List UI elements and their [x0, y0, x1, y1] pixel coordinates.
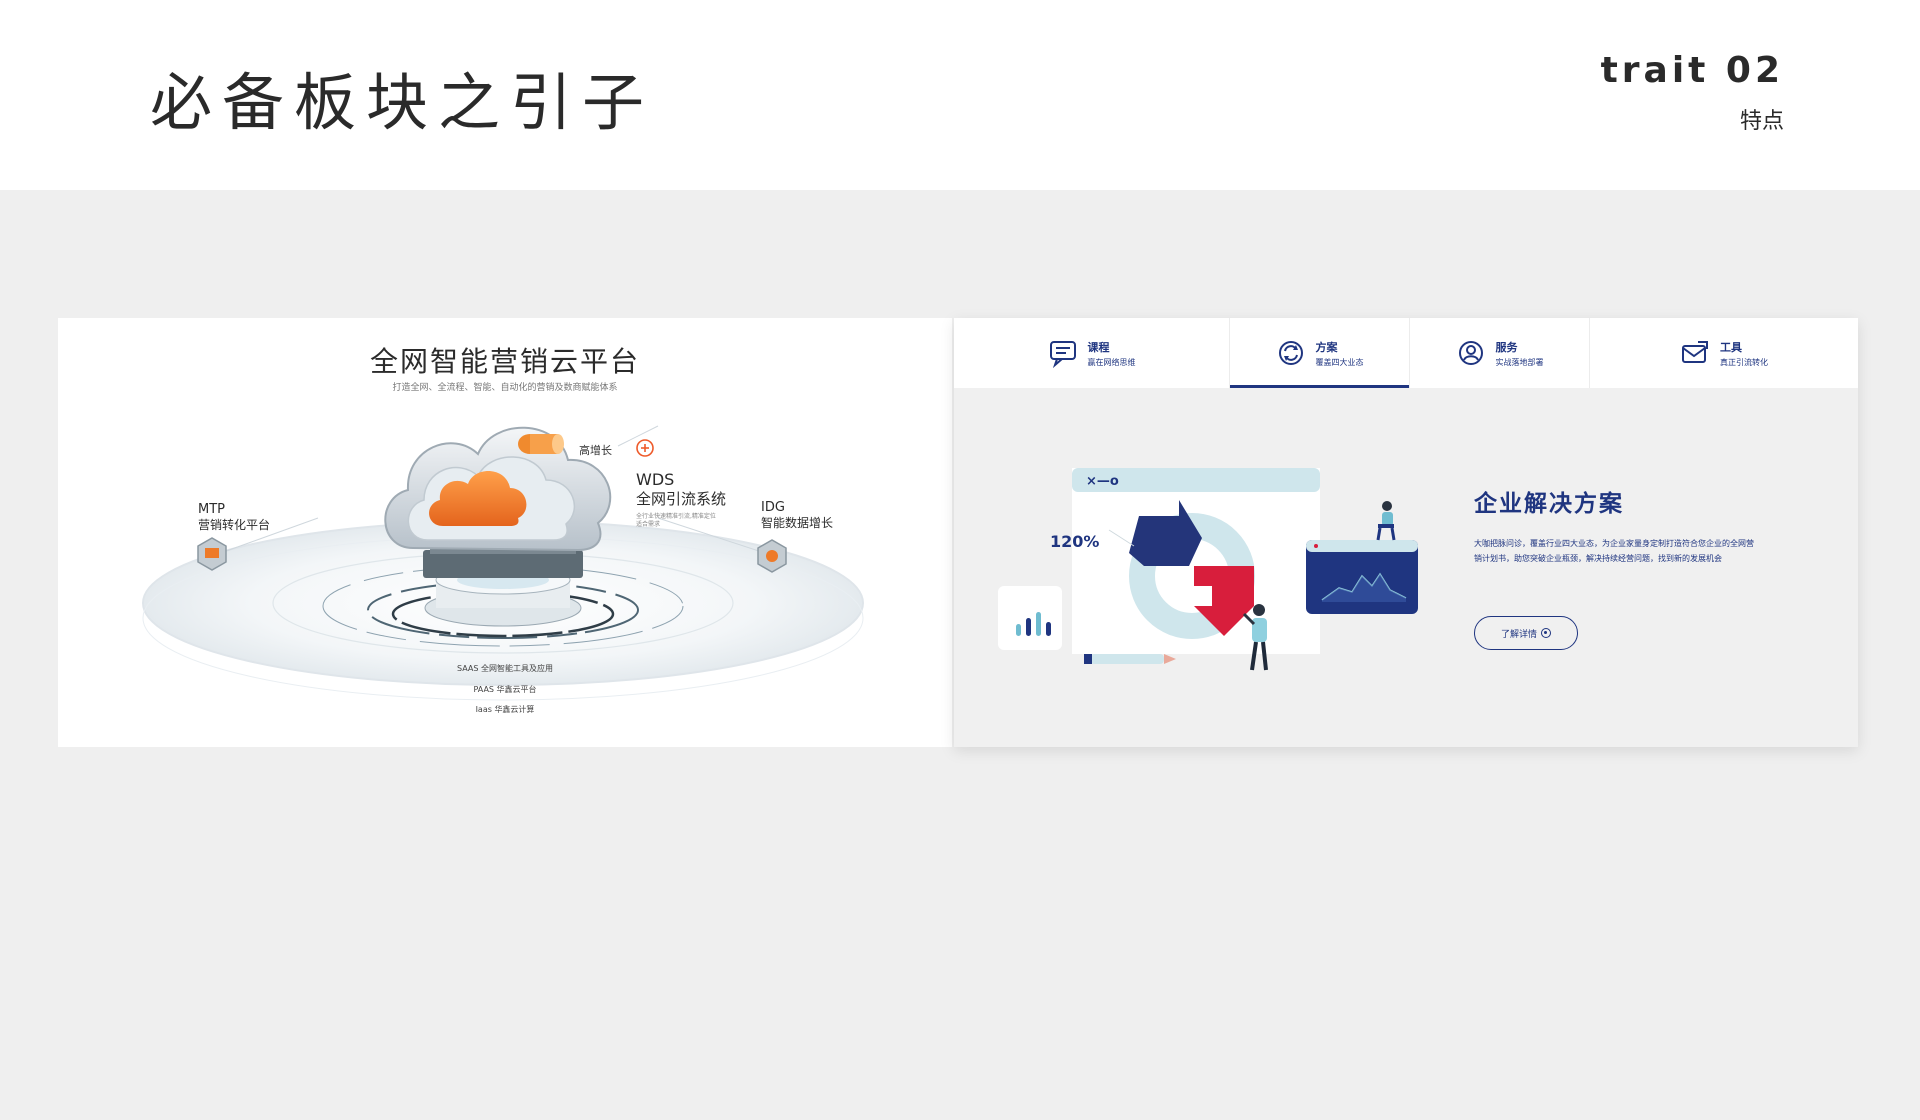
solution-description: 大咖把脉问诊，覆盖行业四大业态，为企业家量身定制打造符合您企业的全网营销计划书，…	[1474, 539, 1754, 563]
solution-illustration: ×—o	[998, 468, 1418, 671]
analytics-window	[1306, 540, 1418, 614]
navy-arrow-icon	[1129, 500, 1202, 566]
solution-card: 课程 赢在网络思维 方案 覆盖四大业态	[954, 318, 1858, 747]
sitting-person-icon	[1376, 501, 1396, 541]
page-title: 必备板块之引子	[150, 66, 655, 139]
tab-services-label: 服务	[1495, 340, 1518, 354]
pencil-icon	[1084, 654, 1176, 664]
tab-tools-desc: 真正引流转化	[1720, 357, 1768, 367]
tab-bar: 课程 赢在网络思维 方案 覆盖四大业态	[954, 318, 1858, 388]
tab-courses-desc: 赢在网络思维	[1087, 357, 1136, 367]
chat-document-icon	[1049, 341, 1076, 368]
growth-plus-icon	[636, 439, 654, 457]
window-controls: ×—o	[1086, 474, 1119, 489]
trait-label: 特点	[1739, 109, 1784, 134]
mtp-badge-icon	[197, 537, 227, 571]
learn-more-button[interactable]: 了解详情	[1474, 616, 1578, 650]
idg-code: IDG	[761, 500, 785, 515]
solution-title: 企业解决方案	[1474, 491, 1624, 517]
platform-title: 全网智能营销云平台	[369, 345, 640, 378]
cloud-platform-illustration	[142, 425, 864, 701]
tab-solutions-desc: 覆盖四大业态	[1315, 357, 1364, 367]
mtp-label: MTP 营销转化平台	[198, 502, 270, 533]
bar-chart-card	[998, 586, 1062, 650]
orange-cloud	[429, 470, 527, 526]
tab-services[interactable]: 服务 实战落地部署	[1410, 318, 1590, 388]
tab-services-desc: 实战落地部署	[1495, 357, 1544, 367]
tab-courses-label: 课程	[1087, 340, 1110, 354]
tab-courses[interactable]: 课程 赢在网络思维	[954, 318, 1230, 388]
idg-name: 智能数据增长	[761, 516, 834, 531]
red-arrow-icon	[1194, 566, 1254, 636]
tab-tools[interactable]: 工具 真正引流转化	[1590, 318, 1858, 388]
user-service-icon	[1458, 341, 1483, 365]
wds-description-line1: 全行业快速精准引流,精准定位	[636, 512, 716, 520]
layer-paas: PAAS 华鑫云平台	[473, 685, 537, 694]
idg-badge-icon	[757, 539, 787, 573]
wds-description-line2: 适合需求	[636, 521, 661, 529]
wds-label: WDS 全网引流系统 全行业快速精准引流,精准定位 适合需求	[636, 470, 726, 530]
trait-block: trait 02 特点	[1601, 50, 1784, 135]
growth-percent: 120%	[1050, 532, 1100, 551]
layer-iaas: Iaas 华鑫云计算	[475, 705, 535, 714]
circle-dot-icon	[1541, 628, 1551, 638]
header-bar: 必备板块之引子 trait 02 特点	[0, 0, 1920, 190]
platform-subtitle: 打造全网、全流程、智能、自动化的营销及数商赋能体系	[392, 383, 618, 393]
refresh-cycle-icon	[1278, 341, 1303, 365]
platform-card: 全网智能营销云平台 打造全网、全流程、智能、自动化的营销及数商赋能体系 MTP …	[58, 318, 952, 747]
wds-code: WDS	[636, 470, 675, 489]
layer-saas: SAAS 全网智能工具及应用	[456, 664, 553, 673]
trait-number: trait 02	[1600, 50, 1784, 91]
message-tool-icon	[1682, 341, 1708, 363]
wds-description: 全行业快速精准引流,精准定位 适合需求	[636, 513, 726, 530]
wds-name: 全网引流系统	[636, 490, 727, 508]
learn-more-label: 了解详情	[1500, 629, 1537, 640]
idg-label: IDG 智能数据增长	[761, 500, 833, 531]
tab-solutions-label: 方案	[1315, 340, 1338, 354]
tab-tools-label: 工具	[1720, 340, 1742, 354]
mtp-code: MTP	[198, 502, 225, 517]
mtp-name: 营销转化平台	[198, 518, 271, 533]
growth-label: 高增长	[579, 444, 612, 457]
standing-person-icon	[1242, 604, 1268, 671]
tab-solutions[interactable]: 方案 覆盖四大业态	[1230, 318, 1410, 388]
